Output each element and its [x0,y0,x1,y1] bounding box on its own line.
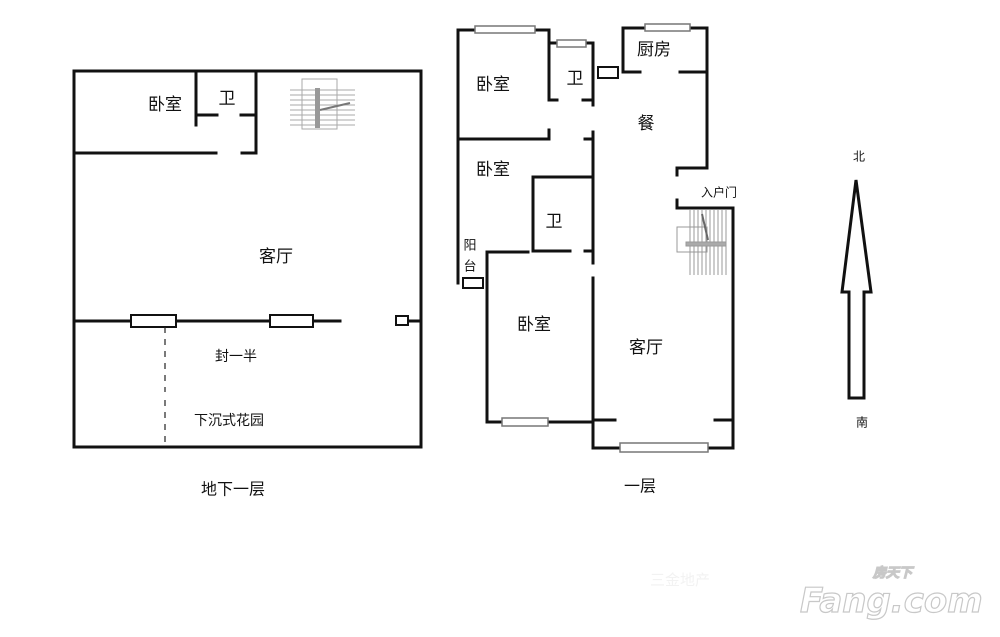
dining-label: 餐 [638,114,655,134]
first-floor-inner-walls [485,175,735,424]
brand-en-watermark: Fang.com [800,581,983,621]
basement-window [130,314,177,328]
brand-cn-watermark: 房天下 [872,565,915,581]
first-floor-plan: 卧室 卫 厨房 餐 卧室 卫 阳 台 入户门 卧室 客厅 一层 [456,23,737,496]
basement-bedroom-walls [72,69,258,155]
first-floor-caption: 一层 [624,477,656,496]
bedroom-3-label: 卧室 [517,315,551,335]
north-arrow-icon [840,179,873,400]
basement-plan: 卧室 卫 客厅 封一半 下沉式花园 地下一层 [72,69,423,499]
bedroom-2-label: 卧室 [476,160,510,180]
balcony-label-2: 台 [463,260,476,275]
kitchen-label: 厨房 [637,40,671,60]
watermark: 三金地产 房天下 Fang.com [650,564,983,621]
window [644,23,691,32]
compass: 北 南 [840,150,873,430]
basement-caption: 地下一层 [201,480,265,499]
basement-bedroom-label: 卧室 [148,95,182,115]
window [501,417,549,427]
basement-stairs-icon [290,78,355,130]
basement-outer-wall [72,69,423,449]
basement-living-room-label: 客厅 [259,247,293,267]
half-enclosed-label: 封一半 [215,349,257,365]
basement-window [395,315,409,326]
basement-bathroom-label: 卫 [219,89,236,109]
first-floor-stairs-icon [676,210,727,275]
agency-watermark: 三金地产 [650,571,710,589]
window [619,442,709,453]
bedroom-1-label: 卧室 [476,75,510,95]
south-label: 南 [856,415,868,430]
sunken-garden-label: 下沉式花园 [194,413,264,429]
entrance-door-label: 入户门 [701,185,737,200]
balcony-label-1: 阳 [463,239,476,254]
living-room-label: 客厅 [629,338,663,358]
bathroom-1-label: 卫 [567,69,584,89]
window [597,66,619,79]
window [462,277,484,289]
window [556,39,587,48]
basement-window [269,314,314,328]
window [474,25,536,34]
north-label: 北 [853,150,865,164]
bathroom-2-label: 卫 [546,212,563,232]
